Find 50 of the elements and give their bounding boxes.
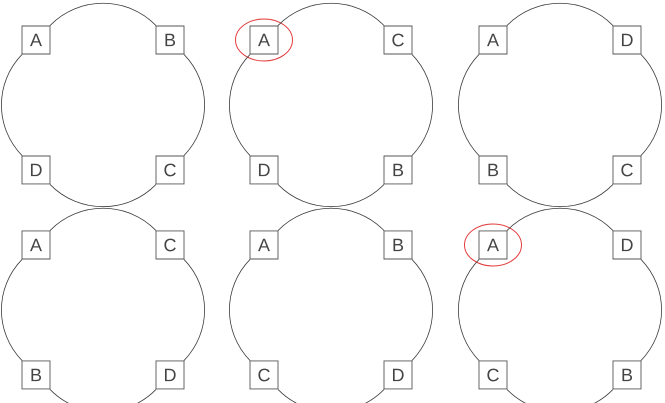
ring-arc	[229, 54, 250, 156]
ring-arc	[184, 54, 205, 156]
letter-box: D	[22, 156, 50, 184]
letter-box: A	[478, 230, 508, 260]
letter-box: C	[156, 156, 184, 184]
ring-arc	[278, 2, 384, 26]
ring-arc	[506, 389, 614, 403]
letter-box: B	[22, 360, 50, 390]
letter-box: C	[250, 360, 278, 390]
letter-box: A	[478, 26, 508, 54]
letter-box: B	[384, 156, 412, 184]
letter-box: A	[250, 230, 278, 260]
letter-box: C	[612, 156, 642, 184]
letter-box: B	[612, 360, 642, 390]
letter-box: B	[156, 26, 184, 54]
letter-box: D	[612, 26, 642, 54]
letter-box: B	[478, 156, 508, 184]
ring-arc	[458, 259, 480, 361]
letter-box: D	[612, 230, 642, 260]
ring-arc	[278, 184, 384, 208]
ring-arc	[412, 259, 433, 361]
ring-arc	[50, 208, 156, 231]
ring-arc	[278, 389, 384, 403]
ring-arc	[506, 208, 614, 231]
letter-box: A	[250, 26, 278, 54]
ring-arc	[278, 208, 384, 231]
ring-arc	[50, 389, 156, 403]
ring-arc	[184, 259, 205, 361]
ring-arc	[640, 54, 662, 156]
letter-box: D	[250, 156, 278, 184]
ring-arc	[506, 184, 614, 208]
letter-box: A	[22, 230, 50, 260]
letter-box: C	[384, 26, 412, 54]
ring-arc	[50, 184, 156, 208]
letter-box: A	[22, 26, 50, 54]
letter-box: C	[156, 230, 184, 260]
highlight-ellipse	[235, 18, 293, 62]
ring-arc	[458, 54, 480, 156]
ring-arc	[1, 54, 22, 156]
highlight-ellipse	[464, 223, 522, 266]
ring-arc	[506, 2, 614, 26]
letter-box: D	[384, 360, 412, 390]
letter-box: C	[478, 360, 508, 390]
letter-box: B	[384, 230, 412, 260]
ring-arc	[1, 259, 22, 361]
ring-arc	[50, 2, 156, 26]
letter-box: D	[156, 360, 184, 390]
ring-arc	[640, 259, 662, 361]
ring-arc	[412, 54, 433, 156]
ring-arc	[229, 259, 250, 361]
